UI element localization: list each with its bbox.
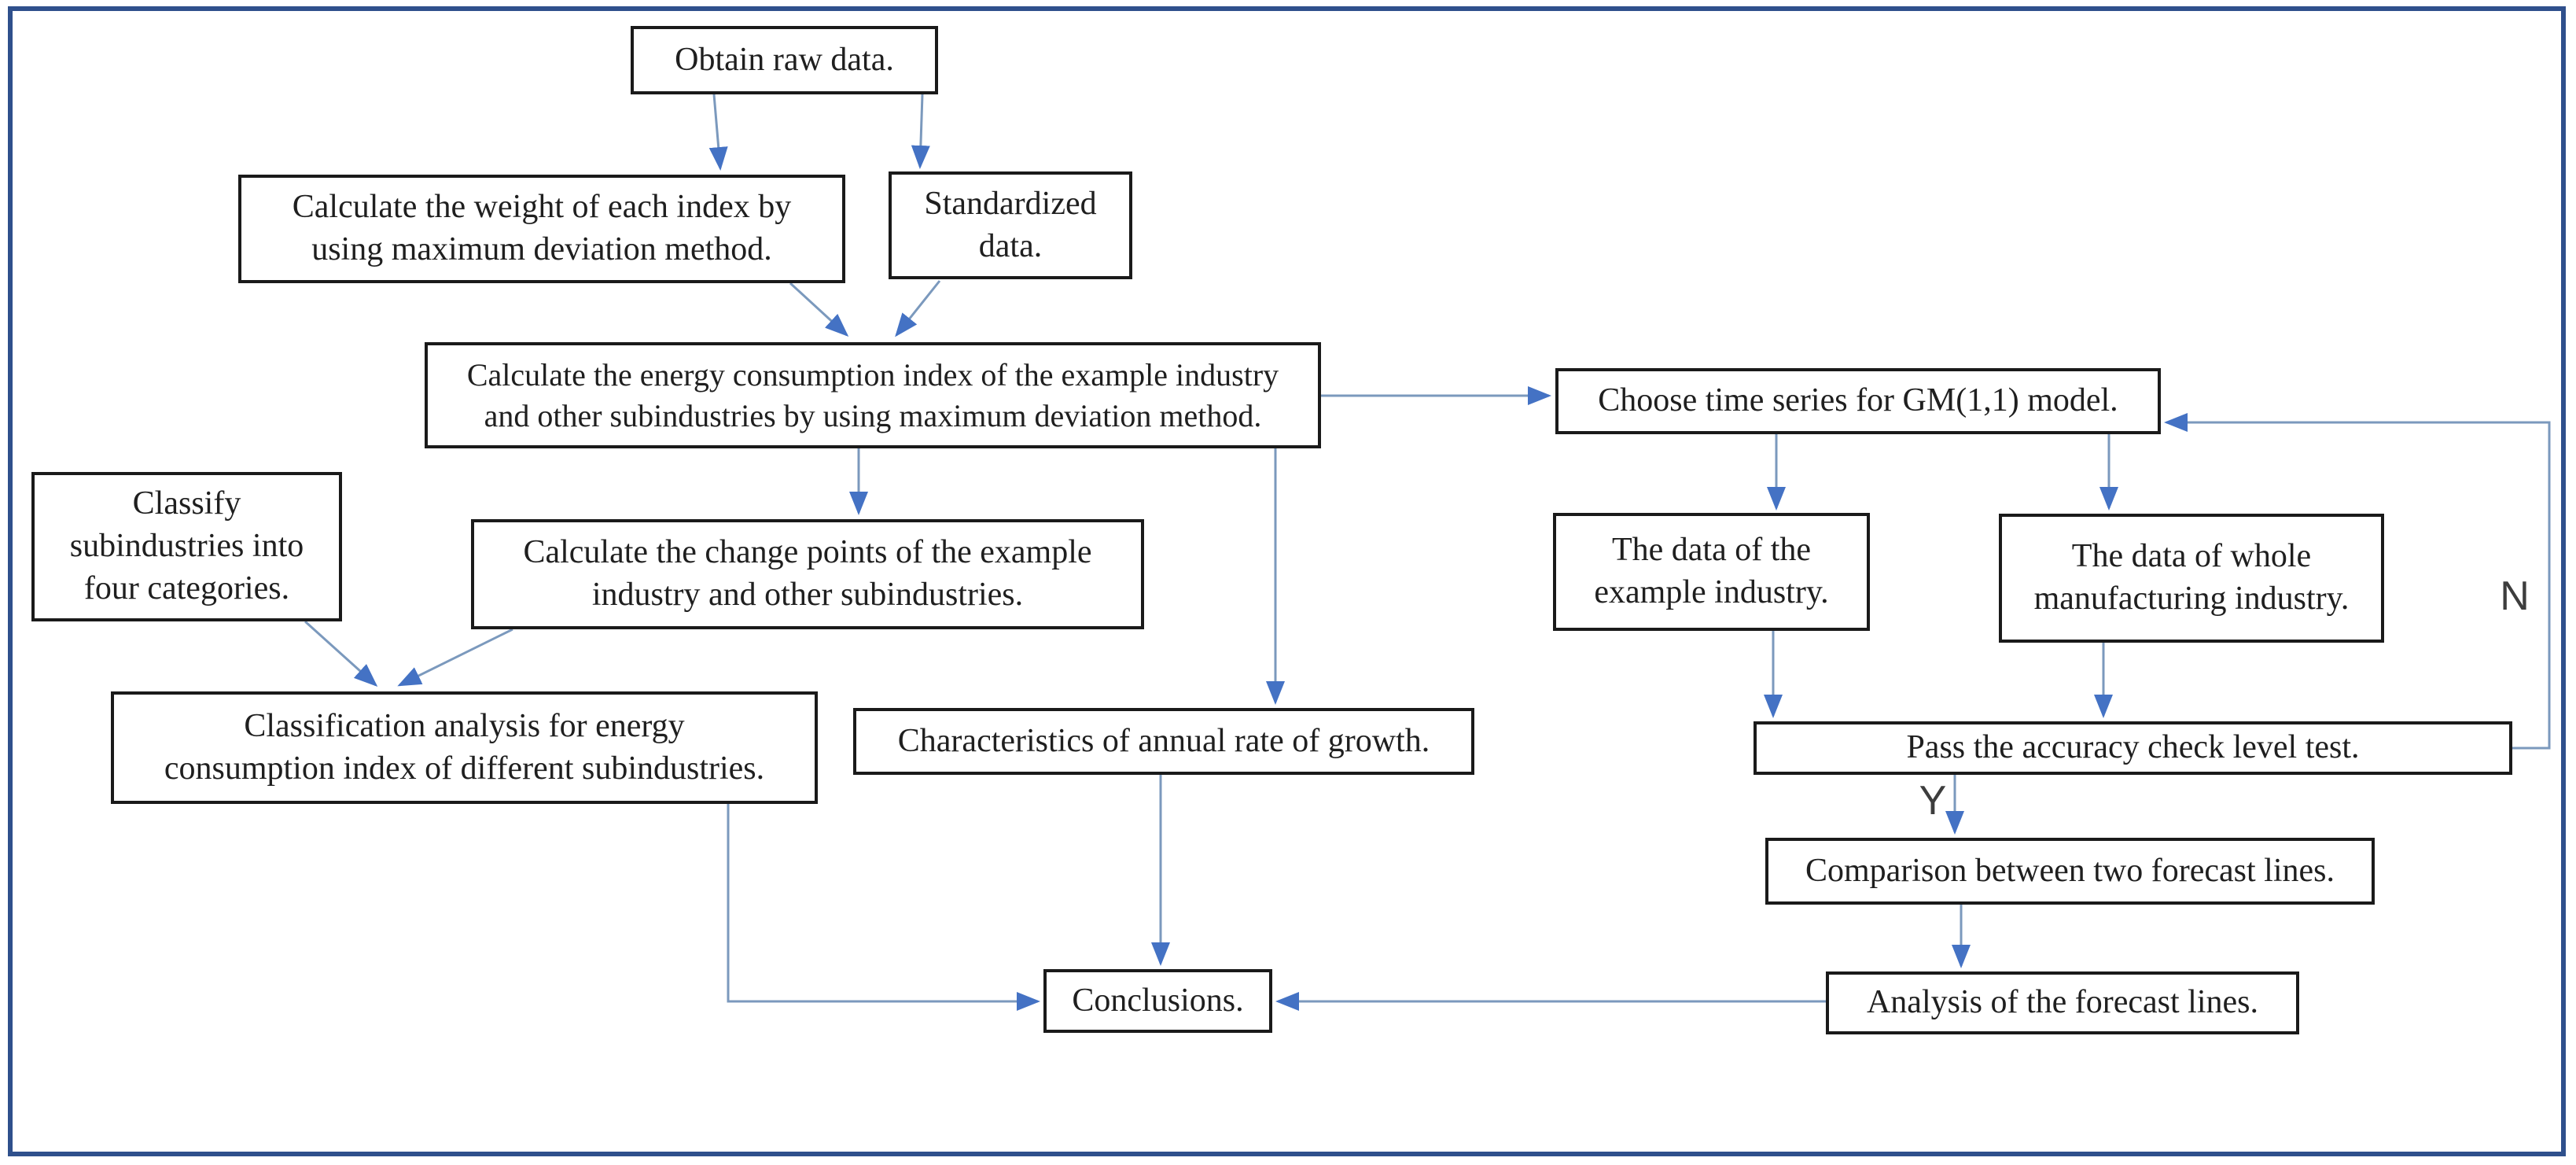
node-characteristics-annual-rate: Characteristics of annual rate of growth… bbox=[853, 708, 1474, 775]
node-conclusions-label: Conclusions. bbox=[1072, 982, 1244, 1019]
node-calculate-energy-consumption-index: Calculate the energy consumption index o… bbox=[425, 342, 1321, 448]
node-choose-time-series: Choose time series for GM(1,1) model. bbox=[1555, 368, 2161, 434]
edge-label-no: N bbox=[2500, 573, 2530, 619]
node-calculate-weight: Calculate the weight of each index by us… bbox=[238, 175, 845, 283]
node-conclusions: Conclusions. bbox=[1043, 969, 1272, 1033]
node-calculate-weight-label: Calculate the weight of each index by us… bbox=[292, 189, 792, 267]
node-choose-time-series-label: Choose time series for GM(1,1) model. bbox=[1598, 382, 2118, 419]
node-calculate-change-points: Calculate the change points of the examp… bbox=[471, 519, 1144, 629]
edge-weight-to-central bbox=[789, 282, 849, 337]
node-data-of-whole-manufacturing-label: The data of whole manufacturing industry… bbox=[2033, 538, 2350, 617]
node-classification-analysis: Classification analysis for energy consu… bbox=[111, 691, 818, 804]
edge-obtain-to-standardized bbox=[911, 94, 930, 169]
node-comparison-forecast-lines: Comparison between two forecast lines. bbox=[1765, 838, 2375, 905]
node-calculate-energy-consumption-index-label: Calculate the energy consumption index o… bbox=[466, 357, 1279, 433]
edge-obtain-to-weight bbox=[708, 94, 728, 171]
edge-changepoints-to-classification bbox=[397, 628, 513, 687]
node-classify-subindustries-label: Classify subindustries into four categor… bbox=[69, 485, 304, 606]
node-comparison-forecast-lines-label: Comparison between two forecast lines. bbox=[1805, 852, 2335, 889]
edge-label-yes: Y bbox=[1919, 778, 1947, 824]
edge-classification-to-conclusions bbox=[727, 804, 1040, 1011]
edge-pass-to-choose-no-loop bbox=[2164, 413, 2551, 750]
node-data-of-example-industry: The data of the example industry. bbox=[1553, 513, 1870, 631]
node-calculate-change-points-label: Calculate the change points of the examp… bbox=[523, 534, 1092, 613]
node-obtain-raw-data-label: Obtain raw data. bbox=[675, 41, 894, 78]
node-data-of-whole-manufacturing: The data of whole manufacturing industry… bbox=[1999, 514, 2384, 643]
node-classification-analysis-label: Classification analysis for energy consu… bbox=[164, 707, 765, 787]
node-characteristics-annual-rate-label: Characteristics of annual rate of growth… bbox=[897, 722, 1430, 759]
edge-standardized-to-central bbox=[895, 280, 941, 337]
node-classify-subindustries: Classify subindustries into four categor… bbox=[31, 472, 342, 621]
node-pass-accuracy-check: Pass the accuracy check level test. bbox=[1754, 721, 2512, 775]
node-data-of-example-industry-label: The data of the example industry. bbox=[1594, 532, 1829, 610]
edge-classify-to-classification bbox=[304, 620, 378, 688]
node-standardized-data-label: Standardized data. bbox=[924, 185, 1097, 264]
node-obtain-raw-data: Obtain raw data. bbox=[631, 26, 938, 94]
node-analysis-forecast-lines: Analysis of the forecast lines. bbox=[1826, 971, 2299, 1034]
node-standardized-data: Standardized data. bbox=[889, 171, 1132, 279]
node-pass-accuracy-check-label: Pass the accuracy check level test. bbox=[1906, 729, 2360, 766]
node-analysis-forecast-lines-label: Analysis of the forecast lines. bbox=[1866, 984, 2259, 1021]
